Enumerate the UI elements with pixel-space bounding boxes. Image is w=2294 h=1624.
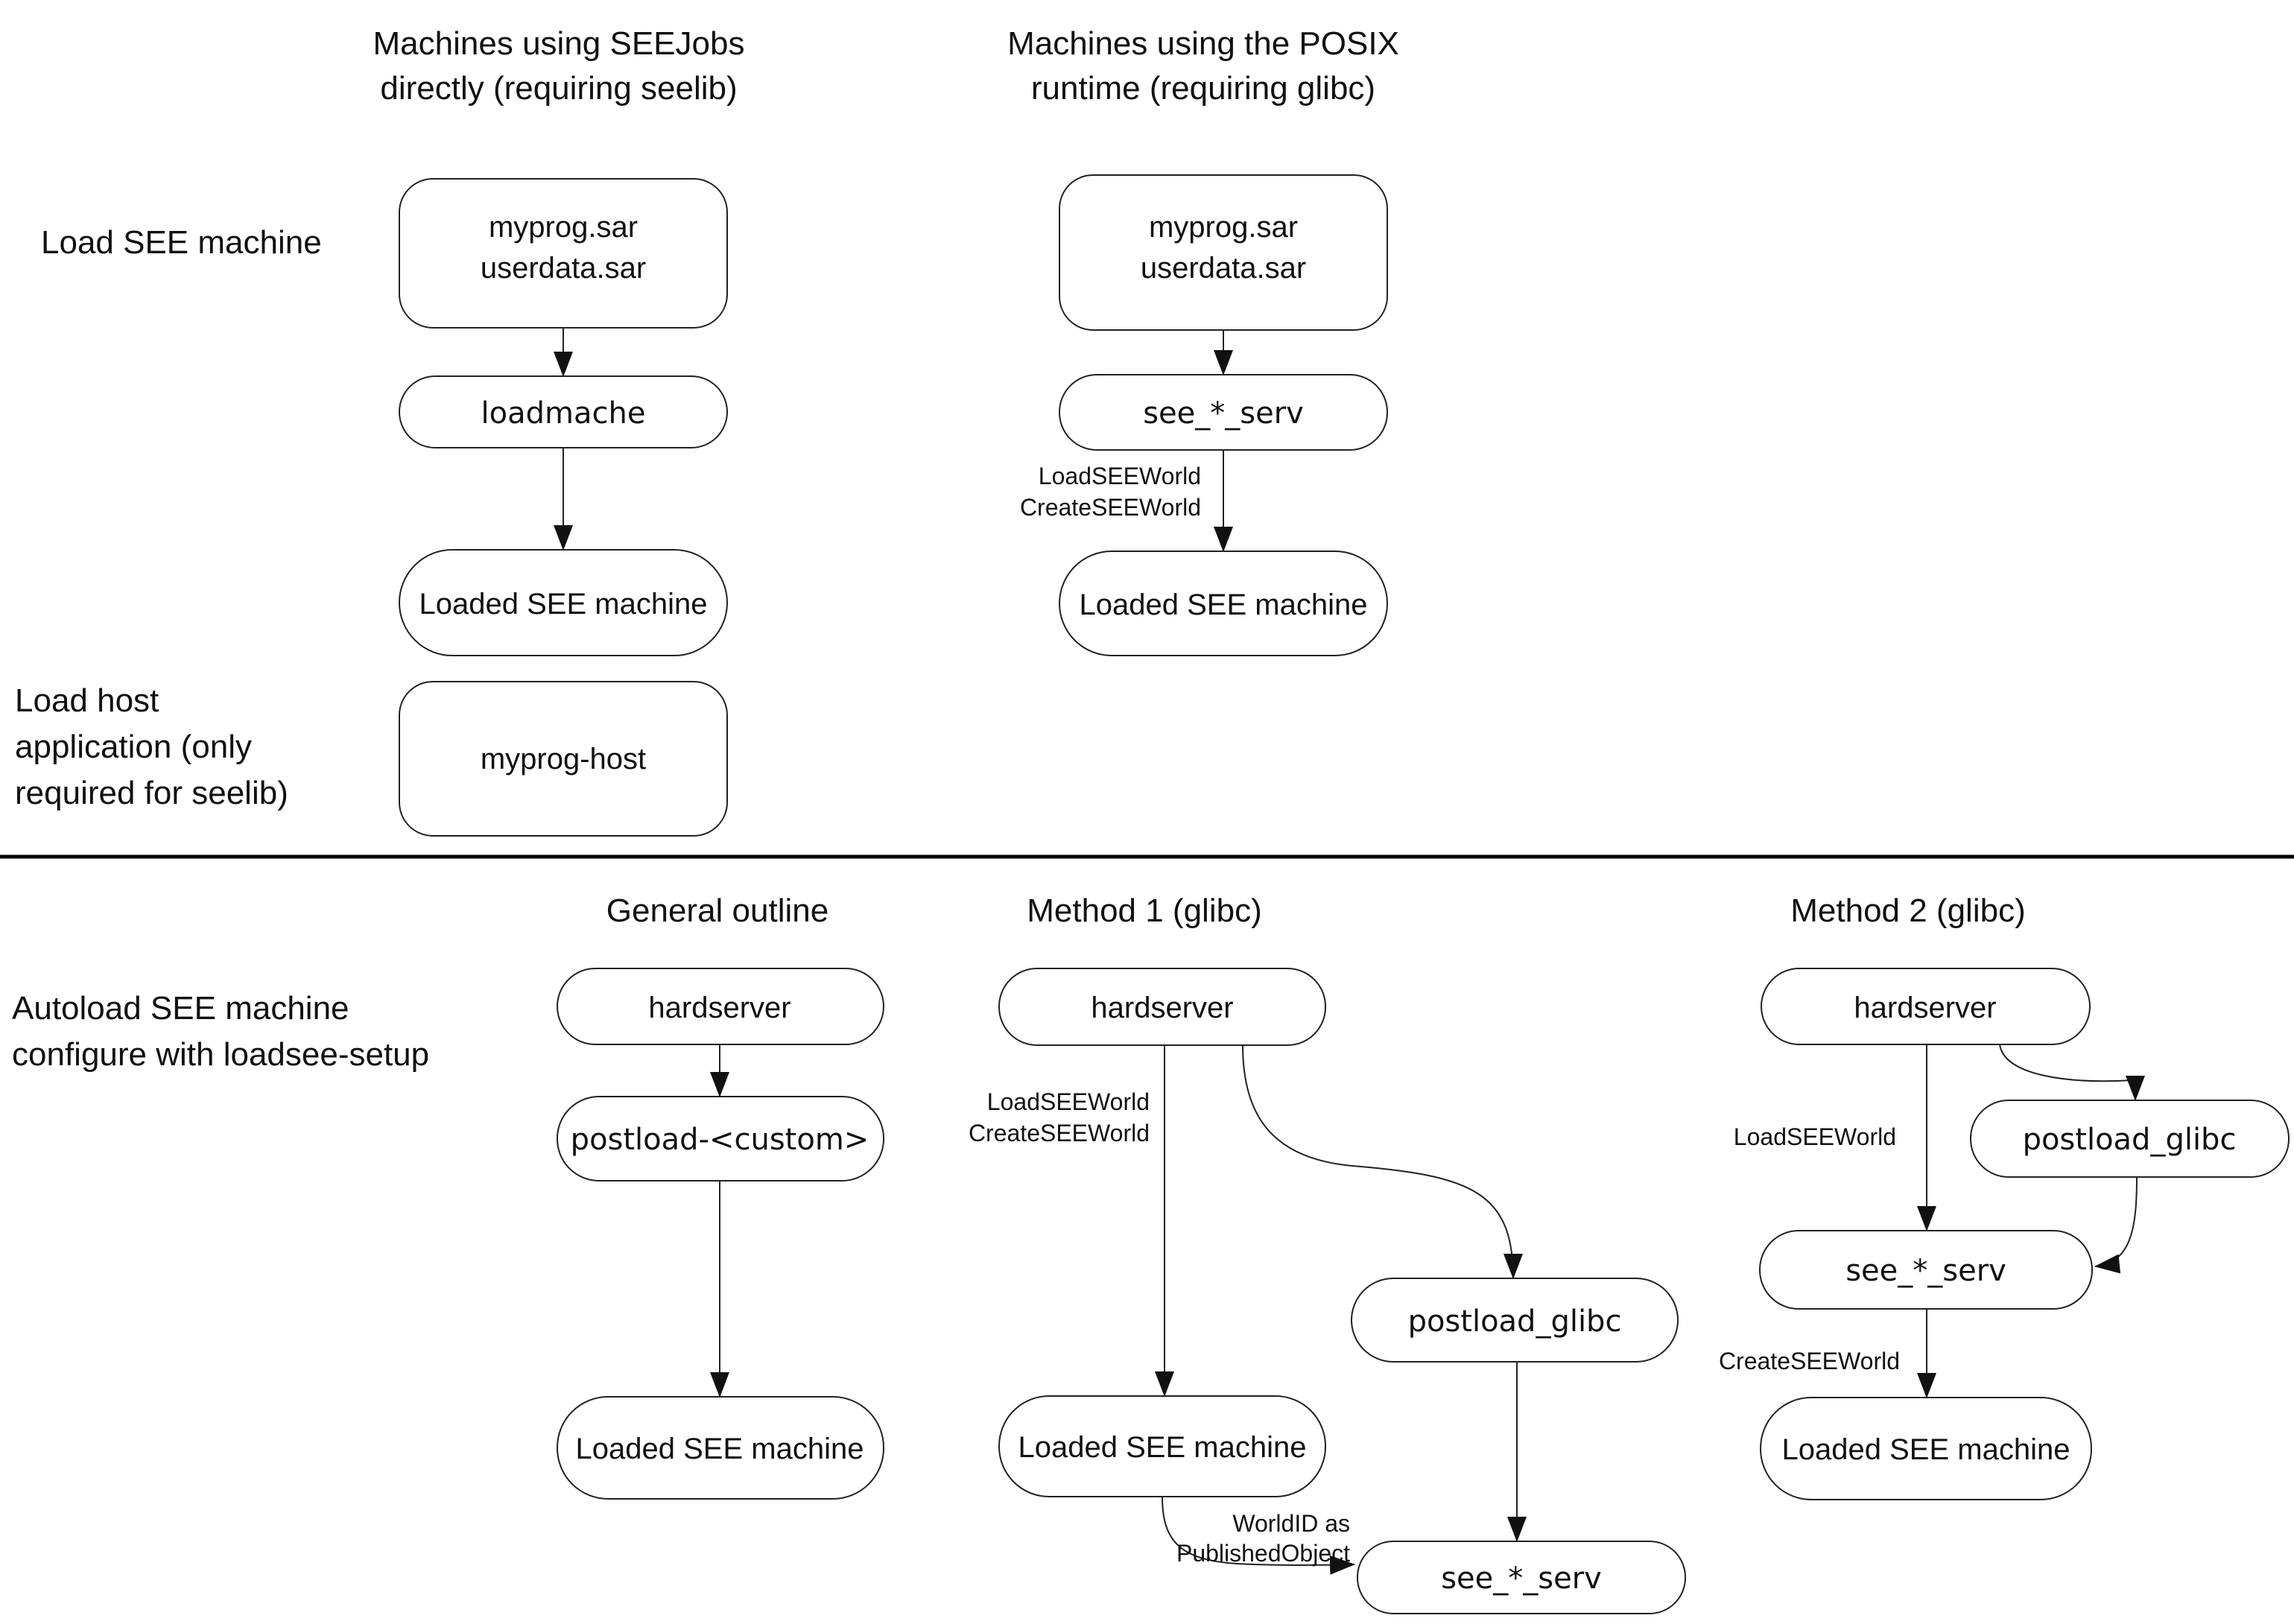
edge-label-m1-worldid-line2: PublishedObject [1176,1540,1350,1567]
arrow-m1-loaded-to-serv [1162,1496,1355,1575]
node-m1-postload-glibc-label: postload_glibc [1408,1304,1622,1339]
edge-label-posix-loadseeworld: LoadSEEWorld [1039,463,1201,489]
node-m1-loaded-label: Loaded SEE machine [1018,1431,1307,1464]
node-posix-loaded-label: Loaded SEE machine [1080,589,1368,621]
column-title-posix: Machines using the POSIX [1007,25,1399,62]
node-m1-serv-label: see_*_serv [1441,1561,1602,1596]
node-m2-hardserver-label: hardserver [1854,992,1996,1024]
row-label-load-host-line1: Load host [15,682,159,719]
node-seejobs-sar-label-line1: myprog.sar [489,211,638,244]
edge-label-m1-createseeworld: CreateSEEWorld [969,1120,1150,1146]
node-postload-custom-label: postload-<custom> [571,1123,869,1157]
node-posix-loaded-box [1059,551,1388,656]
node-myprog-host-label: myprog-host [481,743,646,775]
node-seejobs-loaded-box [399,549,728,656]
row-label-load-host-line3: required for seelib) [15,775,288,811]
node-m1-hardserver-box [998,968,1326,1046]
edge-label-posix-createseeworld: CreateSEEWorld [1020,494,1201,521]
node-seejobs-sar-label-line2: userdata.sar [481,252,646,285]
header-general-outline: General outline [606,892,828,929]
edge-label-m1-worldid-line1: WorldID as [1232,1510,1350,1537]
node-seejobs-loaded-label: Loaded SEE machine [419,588,708,621]
arrow-m2-hardserver-to-postload-glibc [1999,1044,2145,1101]
node-myprog-host-box [399,681,728,837]
row-label-load-see-machine: Load SEE machine [41,224,322,261]
row-label-autoload-line2: configure with loadsee-setup [12,1036,429,1073]
node-m1-hardserver-label: hardserver [1091,992,1233,1024]
node-m2-loaded-box [1760,1397,2092,1500]
node-m1-postload-glibc-box [1351,1278,1679,1363]
column-title-posix-line2: runtime (requiring glibc) [1031,70,1375,107]
node-posix-sar-label-line1: myprog.sar [1149,211,1298,244]
node-general-loaded-box [557,1396,884,1500]
edge-label-m1-loadseeworld: LoadSEEWorld [987,1088,1150,1115]
node-m2-postload-glibc-label: postload_glibc [2023,1123,2237,1157]
row-label-load-host-line2: application (only [15,729,252,765]
arrow-m2-postload-to-serv [2094,1176,2138,1274]
node-m1-serv-box [1357,1541,1686,1614]
column-title-seejobs-line2: directly (requiring seelib) [380,70,737,107]
node-m2-hardserver-box [1761,968,2091,1045]
edge-label-m2-loadseeworld: LoadSEEWorld [1734,1123,1896,1150]
node-posix-serv-label: see_*_serv [1143,396,1304,431]
node-general-loaded-label: Loaded SEE machine [576,1433,864,1465]
node-general-hardserver-label: hardserver [648,992,790,1024]
column-title-seejobs: Machines using SEEJobs [373,25,745,62]
header-method2: Method 2 (glibc) [1790,892,2025,929]
node-loadmache-label: loadmache [481,396,646,431]
node-posix-sar-label-line2: userdata.sar [1141,252,1306,285]
node-m2-loaded-label: Loaded SEE machine [1782,1433,2070,1466]
node-m2-serv-label: see_*_serv [1845,1254,2006,1288]
header-method1: Method 1 (glibc) [1027,892,1261,929]
row-label-autoload-line1: Autoload SEE machine [12,990,349,1027]
edge-label-m2-createseeworld: CreateSEEWorld [1719,1348,1900,1374]
arrow-m1-hardserver-to-postload-glibc [1242,1044,1523,1279]
node-m2-postload-glibc-box [1970,1100,2290,1178]
